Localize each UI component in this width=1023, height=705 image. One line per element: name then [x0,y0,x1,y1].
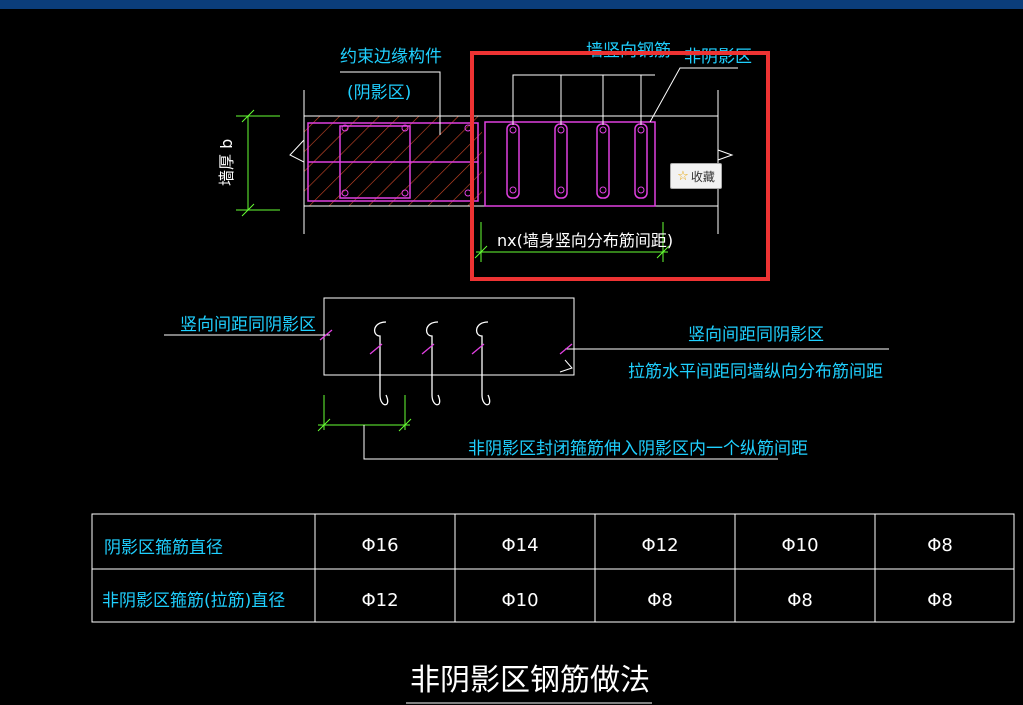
label-wall-thickness: 墙厚 b [217,139,236,186]
table-cell: Φ10 [501,590,538,611]
table-cell: Φ8 [787,590,813,611]
table-header-non-shadow-stirrup: 非阴影区箍筋(拉筋)直径 [102,591,285,611]
label-non-shadow-zone: 非阴影区 [684,47,752,67]
label-shadow-zone: (阴影区) [347,83,411,103]
table-cell: Φ8 [927,590,953,611]
wall-plan-section [236,67,738,262]
table-cell: Φ12 [641,535,678,556]
favorite-button-label: 收藏 [690,169,715,184]
label-vertical-spacing-left: 竖向间距同阴影区 [180,315,316,335]
highlight-box [470,51,770,281]
window-top-bar [0,0,1023,9]
label-tie-spacing: 拉筋水平间距同墙纵向分布筋间距 [628,362,883,382]
label-vertical-spacing-right: 竖向间距同阴影区 [688,325,824,345]
table-cell: Φ8 [647,590,673,611]
table-cell: Φ10 [781,535,818,556]
table-cell: Φ14 [501,535,538,556]
label-closed-stirrup-note: 非阴影区封闭箍筋伸入阴影区内一个纵筋间距 [468,439,808,459]
table-cell: Φ8 [927,535,953,556]
label-boundary-member: 约束边缘构件 [340,47,442,67]
shadow-zone-hatch [304,116,482,206]
table-cell: Φ12 [361,590,398,611]
label-spacing-dimension: nx(墙身竖向分布筋间距) [497,231,673,250]
diameter-table [91,513,1015,623]
elevation-section [164,297,889,460]
star-icon: ☆ [677,168,689,184]
table-header-shadow-stirrup: 阴影区箍筋直径 [104,538,223,558]
favorite-button[interactable]: ☆ 收藏 [670,163,722,189]
table-cell: Φ16 [361,535,398,556]
drawing-title: 非阴影区钢筋做法 [410,663,650,698]
